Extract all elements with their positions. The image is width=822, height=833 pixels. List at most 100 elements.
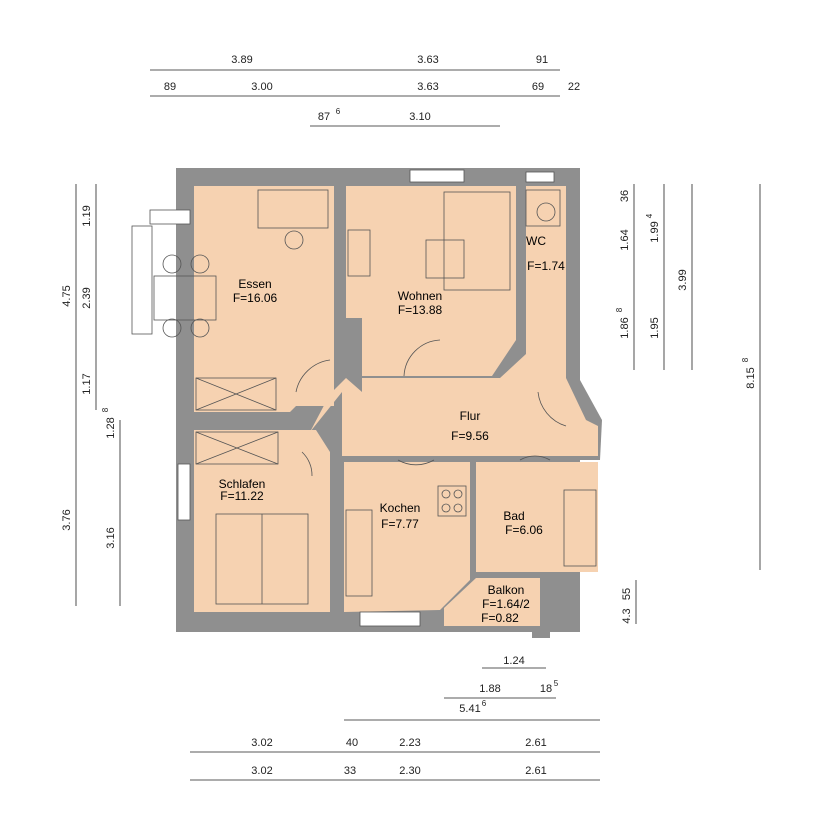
dim-left-inner-1: 1.19 — [81, 205, 93, 226]
dim-top-1-1: 3.89 — [231, 54, 252, 66]
wardrobe-schlafen — [195, 431, 279, 465]
door-schlafen — [301, 451, 313, 477]
dim-top-1-3: 91 — [536, 54, 548, 66]
floor-essen — [194, 186, 334, 412]
dim-top-1-2: 3.63 — [417, 54, 438, 66]
label-wc: WC — [526, 234, 546, 248]
dim-bottom-r2-2: 18 — [540, 683, 552, 695]
area-wohnen: F=13.88 — [398, 303, 443, 317]
area-bad: F=6.06 — [505, 523, 543, 537]
floor-wc — [526, 186, 566, 282]
burner-3 — [441, 503, 451, 513]
furniture — [153, 189, 597, 605]
dim-right-balkon-2: 4.3 — [621, 608, 633, 623]
dim-top-2-3: 3.63 — [417, 81, 438, 93]
area-kochen: F=7.77 — [381, 517, 419, 531]
dim-left-inner-4: 1.28 — [105, 417, 117, 438]
floor-flur-upper — [310, 282, 598, 456]
dim-bottom-r2-1: 1.88 — [479, 683, 500, 695]
window-wc — [525, 171, 555, 183]
dim-right-b-3: 1.95 — [649, 317, 661, 338]
dim-right-c-1: 3.99 — [677, 269, 689, 290]
window-essen-bay — [131, 225, 153, 335]
dim-left-inner-5: 3.16 — [105, 527, 117, 548]
door-essen — [295, 359, 331, 393]
chair-dining-3 — [162, 318, 182, 338]
dim-labels-bottom: 1.24 1.88 18 5 5.41 6 3.02 40 2.23 2.61 … — [251, 655, 558, 777]
floor-kochen — [344, 462, 470, 612]
dimension-lines — [75, 69, 761, 781]
label-flur: Flur — [460, 409, 481, 423]
area-essen: F=16.06 — [233, 291, 278, 305]
dim-labels-right: 36 1.64 1.86 8 1.99 4 1.95 3.99 8.15 8 5… — [615, 190, 757, 624]
label-wohnen: Wohnen — [398, 289, 442, 303]
dim-right-a-4: 8 — [615, 307, 624, 312]
dim-bottom-r1-1: 1.24 — [503, 655, 524, 667]
counter-kochen — [345, 509, 373, 597]
dim-left-outer-2: 3.76 — [61, 509, 73, 530]
dim-bottom-r5-1: 3.02 — [251, 765, 272, 777]
dim-left-inner-2: 2.39 — [81, 287, 93, 308]
window-schlafen — [177, 463, 191, 521]
chair-dining-2 — [190, 254, 210, 274]
chair-essen-1 — [284, 230, 304, 250]
stove — [437, 485, 467, 517]
label-balkon: Balkon — [488, 583, 525, 597]
bathtub — [563, 489, 597, 567]
window-wohnen — [409, 169, 465, 183]
dim-left-inner-4-sup: 8 — [101, 407, 110, 412]
dim-bottom-r3-2: 6 — [482, 699, 487, 708]
dim-bottom-r4-4: 2.61 — [525, 737, 546, 749]
dim-bottom-r2-3: 5 — [554, 679, 559, 688]
windows — [131, 169, 555, 627]
dim-top-3-1: 87 — [318, 111, 330, 123]
chair-dining-4 — [190, 318, 210, 338]
area-schlafen: F=11.22 — [220, 489, 264, 503]
area-wc: F=1.74 — [527, 259, 565, 273]
dim-bottom-r4-1: 3.02 — [251, 737, 272, 749]
dim-top-3-1-sup: 6 — [336, 107, 341, 116]
window-essen-top — [149, 209, 191, 225]
dim-right-a-1: 36 — [619, 190, 631, 202]
floors — [194, 186, 598, 626]
dim-bottom-r5-3: 2.30 — [399, 765, 420, 777]
dim-right-b-1: 1.99 — [649, 221, 661, 242]
wardrobe-essen — [195, 377, 277, 411]
dim-labels-left: 4.75 3.76 1.19 2.39 1.17 1.28 8 3.16 — [61, 205, 117, 548]
room-labels: Essen F=16.06 Wohnen F=13.88 WC F=1.74 F… — [219, 234, 566, 625]
label-essen: Essen — [238, 277, 271, 291]
dim-left-inner-3: 1.17 — [81, 373, 93, 394]
area2-balkon: F=0.82 — [481, 611, 519, 625]
dim-right-b-2: 4 — [645, 213, 654, 218]
dim-labels-top: 3.89 3.63 91 89 3.00 3.63 69 22 87 6 3.1… — [164, 54, 580, 123]
floor-wohnen — [346, 186, 516, 376]
burner-1 — [441, 489, 451, 499]
dim-right-a-2: 1.64 — [619, 229, 631, 250]
dim-right-total-1: 8.15 — [745, 367, 757, 388]
shelf-wohnen — [347, 229, 371, 277]
chair-dining-1 — [162, 254, 182, 274]
wardrobe-essen-x2 — [195, 377, 277, 411]
dim-top-2-1: 89 — [164, 81, 176, 93]
label-kochen: Kochen — [380, 501, 421, 515]
dim-top-2-4: 69 — [532, 81, 544, 93]
label-schlafen: Schlafen — [219, 477, 266, 491]
dim-bottom-r5-2: 33 — [344, 765, 356, 777]
door-bad — [519, 455, 551, 461]
dim-right-total-2: 8 — [741, 357, 750, 362]
door-flur — [537, 391, 567, 427]
dim-bottom-r4-3: 2.23 — [399, 737, 420, 749]
area-balkon: F=1.64/2 — [482, 597, 530, 611]
label-bad: Bad — [503, 509, 524, 523]
dim-top-2-2: 3.00 — [251, 81, 272, 93]
washbasin — [525, 189, 561, 227]
doors — [295, 339, 567, 477]
floor-balkon — [444, 578, 540, 626]
burner-4 — [453, 503, 463, 513]
area-flur: F=9.56 — [451, 429, 489, 443]
door-kochen — [397, 459, 435, 466]
coffee-table — [425, 239, 465, 279]
dim-right-a-3: 1.86 — [619, 317, 631, 338]
dim-top-3-2: 3.10 — [409, 111, 430, 123]
dim-bottom-r5-4: 2.61 — [525, 765, 546, 777]
